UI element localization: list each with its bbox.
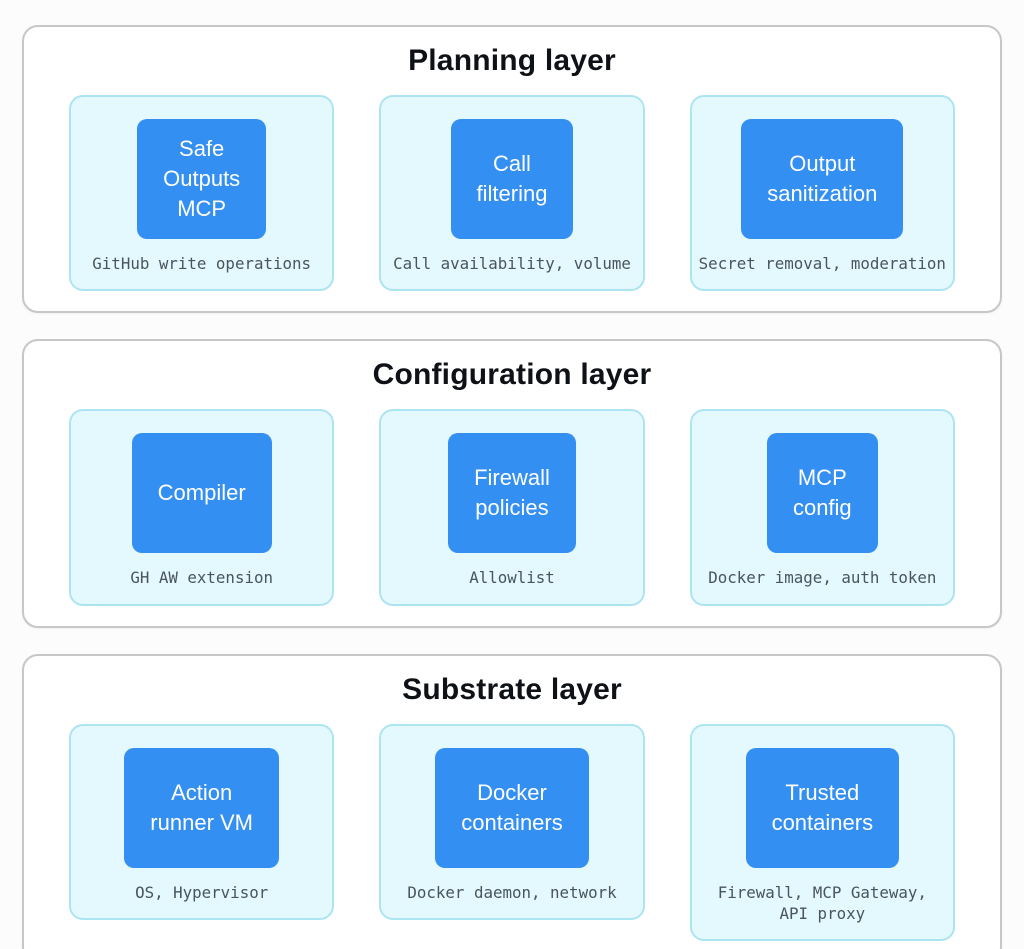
component-box: Output sanitization xyxy=(741,119,904,239)
card-caption: Docker daemon, network xyxy=(407,882,617,902)
card-mcp-config: MCP config Docker image, auth token xyxy=(689,409,955,606)
card-output-sanitization: Output sanitization Secret removal, mode… xyxy=(689,95,955,292)
card-caption: OS, Hypervisor xyxy=(135,882,269,902)
layer-title: Configuration layer xyxy=(372,358,652,392)
component-label: Compiler xyxy=(157,480,246,506)
card-safe-outputs-mcp: Safe Outputs MCP GitHub write operations xyxy=(69,95,335,292)
component-box: Firewall policies xyxy=(448,433,576,554)
layer-title: Planning layer xyxy=(408,44,616,77)
layer-title: Substrate layer xyxy=(402,672,622,706)
component-box: Action runner VM xyxy=(124,747,280,868)
card-caption: Call availability, volume xyxy=(393,254,631,273)
card-caption: Allowlist xyxy=(469,568,555,588)
component-label: Call filtering xyxy=(476,151,548,206)
component-box: Safe Outputs MCP xyxy=(137,119,267,239)
component-label: Action runner VM xyxy=(150,779,254,835)
card-caption: Secret removal, moderation xyxy=(698,254,946,273)
component-box: Compiler xyxy=(131,433,272,554)
substrate-cards-row: Action runner VM OS, Hypervisor Docker c… xyxy=(69,723,955,942)
card-caption: Firewall, MCP Gateway, API proxy xyxy=(717,882,927,923)
component-box: MCP config xyxy=(766,433,878,554)
card-trusted-containers: Trusted containers Firewall, MCP Gateway… xyxy=(689,723,955,942)
card-firewall-policies: Firewall policies Allowlist xyxy=(379,409,645,606)
card-caption: GH AW extension xyxy=(130,568,273,588)
layer-substrate: Substrate layer Action runner VM OS, Hyp… xyxy=(22,653,1002,949)
component-label: Trusted containers xyxy=(771,779,874,835)
component-label: Docker containers xyxy=(461,779,563,835)
configuration-cards-row: Compiler GH AW extension Firewall polici… xyxy=(69,409,955,606)
component-label: MCP config xyxy=(792,465,852,521)
component-box: Trusted containers xyxy=(745,747,900,868)
layer-configuration: Configuration layer Compiler GH AW exten… xyxy=(22,339,1002,628)
planning-cards-row: Safe Outputs MCP GitHub write operations… xyxy=(69,95,955,292)
card-compiler: Compiler GH AW extension xyxy=(69,409,335,606)
component-label: Output sanitization xyxy=(767,151,878,206)
component-label: Firewall policies xyxy=(474,465,550,521)
card-caption: GitHub write operations xyxy=(92,254,312,273)
component-box: Call filtering xyxy=(450,119,574,239)
component-label: Safe Outputs MCP xyxy=(163,136,241,221)
layer-planning: Planning layer Safe Outputs MCP GitHub w… xyxy=(22,25,1002,314)
card-caption: Docker image, auth token xyxy=(708,568,937,588)
card-action-runner-vm: Action runner VM OS, Hypervisor xyxy=(69,723,335,920)
component-box: Docker containers xyxy=(435,747,589,868)
card-call-filtering: Call filtering Call availability, volume xyxy=(379,95,645,292)
card-docker-containers: Docker containers Docker daemon, network xyxy=(379,723,645,920)
